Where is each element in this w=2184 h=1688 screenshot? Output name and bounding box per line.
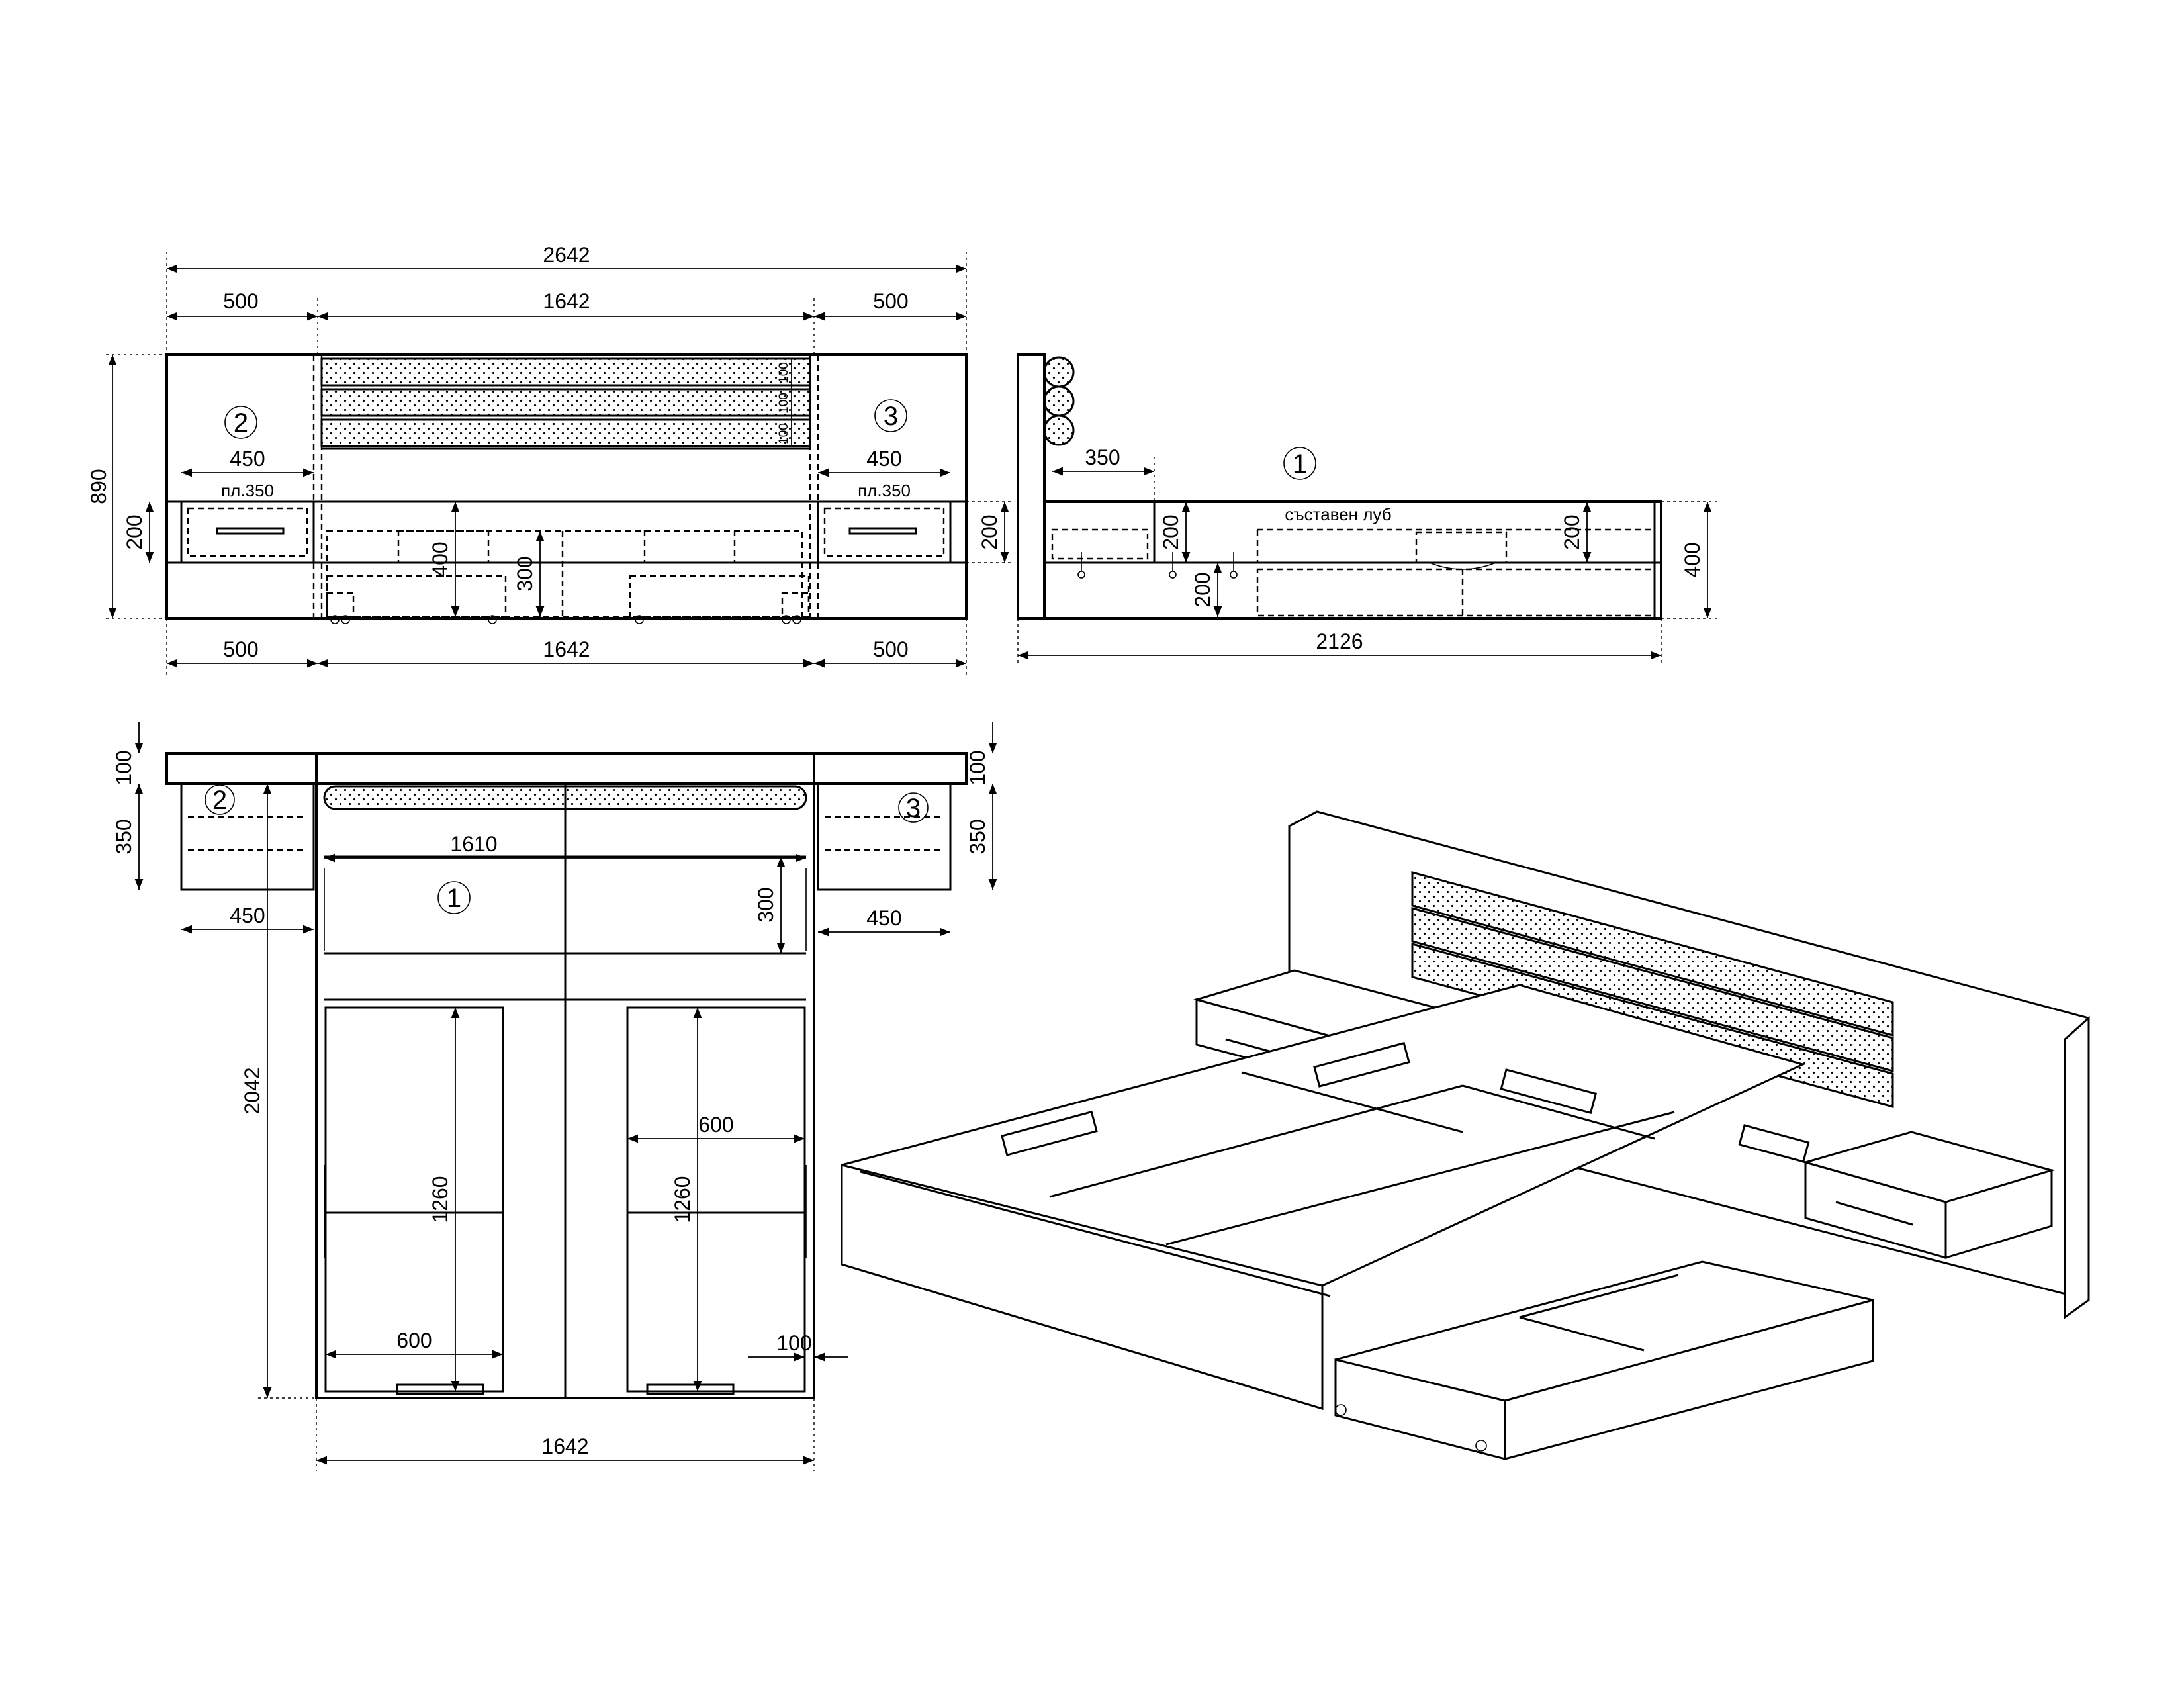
side-300-label: 300 — [754, 887, 778, 922]
table-width-left-label: 450 — [230, 904, 265, 927]
table-width-right-label: 450 — [866, 906, 901, 930]
bottom-right-label: 500 — [873, 637, 908, 661]
marker-2-front: 2 — [234, 408, 248, 438]
left-table-width-label: 450 — [230, 447, 265, 471]
right-table-note: пл.350 — [858, 481, 911, 500]
marker-1-side: 1 — [1293, 449, 1307, 479]
roll-height-2: 100 — [777, 393, 791, 414]
headboard-roll-1 — [320, 357, 811, 387]
height-label: 890 — [87, 469, 111, 504]
left-width-label: 500 — [223, 289, 258, 313]
bottom-width-label: 1642 — [541, 1434, 588, 1458]
drawer-length-left-label: 1260 — [428, 1176, 452, 1223]
marker-3-front: 3 — [884, 402, 898, 431]
side-label: съставен луб — [1285, 504, 1391, 524]
drawer-width-top-label: 600 — [698, 1113, 733, 1137]
roll-height-3: 100 — [777, 423, 791, 444]
bottom-center-label: 1642 — [543, 637, 590, 661]
right-width-label: 500 — [873, 289, 908, 313]
gap-label: 100 — [776, 1331, 811, 1355]
front-view: 2642 500 1642 500 500 1642 500 890 200 2… — [87, 243, 1013, 677]
isometric-view — [841, 810, 2090, 1460]
head-depth-right-label: 100 — [966, 750, 989, 785]
side-height-a: 200 — [1159, 514, 1183, 549]
marker-3-top: 3 — [906, 794, 921, 823]
table-depth-left-label: 350 — [112, 819, 136, 854]
marker-1-top: 1 — [447, 884, 461, 913]
side-view: 350 200 200 200 400 2126 съставен луб 1 — [1017, 353, 1721, 663]
table-depth-right-label: 350 — [966, 819, 989, 854]
headboard-roll-3 — [320, 418, 811, 447]
headboard-roll-2 — [320, 388, 811, 417]
drawer-height-label: 300 — [513, 556, 537, 591]
right-table-width-label: 450 — [866, 447, 901, 471]
side-height-c: 200 — [1560, 514, 1584, 549]
side-height-400: 400 — [1680, 542, 1704, 577]
left-table-note: пл.350 — [221, 481, 274, 500]
side-length-label: 2126 — [1316, 630, 1363, 653]
left-drawer-height-label: 200 — [122, 514, 146, 549]
drawer-width-bottom-label: 600 — [396, 1329, 432, 1352]
marker-2-top: 2 — [212, 786, 227, 815]
top-view: 1610 100 350 100 350 450 450 300 2042 60… — [112, 722, 997, 1471]
right-drawer-height-label: 200 — [978, 514, 1001, 549]
roll-height-1: 100 — [777, 362, 791, 383]
side-depth-label: 350 — [1085, 445, 1120, 469]
length-label: 2042 — [240, 1067, 264, 1114]
drawer-length-right-label: 1260 — [670, 1176, 694, 1223]
bottom-left-label: 500 — [223, 637, 258, 661]
inner-width-label: 1610 — [450, 832, 497, 856]
side-height-b: 200 — [1191, 572, 1214, 607]
head-depth-label: 100 — [112, 750, 136, 785]
overall-width-label: 2642 — [543, 243, 590, 267]
center-width-label: 1642 — [543, 289, 590, 313]
bed-height-label: 400 — [428, 541, 452, 577]
